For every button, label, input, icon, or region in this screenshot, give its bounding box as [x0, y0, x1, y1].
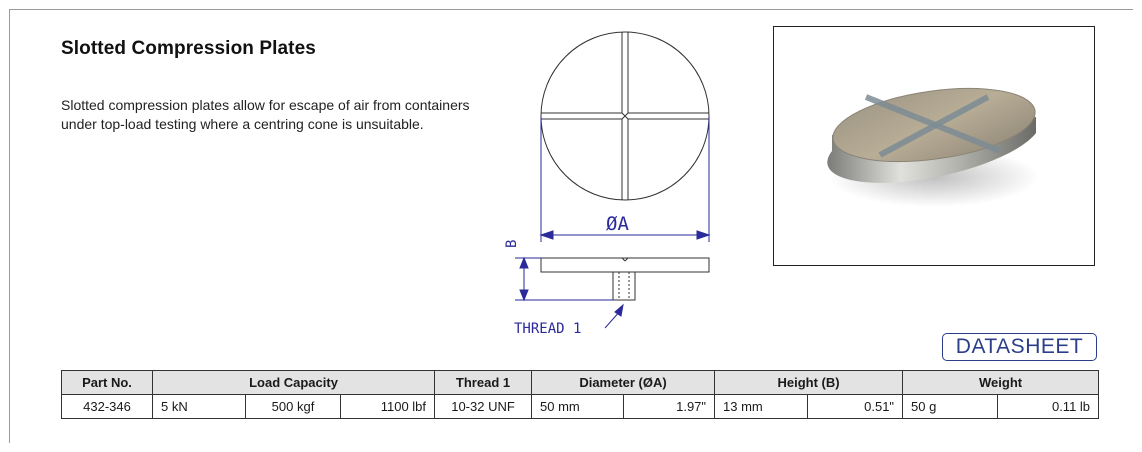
header-diameter: Diameter (ØA): [531, 370, 716, 395]
header-part-no: Part No.: [61, 370, 153, 395]
diameter-label: ØA: [606, 213, 629, 235]
thread-leader: [604, 303, 624, 329]
header-load-capacity: Load Capacity: [151, 370, 436, 395]
compression-plate-image: [827, 87, 1039, 207]
table-header-row: Part No. Load Capacity Thread 1 Diameter…: [61, 370, 1100, 395]
cell-thread: 10-32 UNF: [434, 394, 533, 419]
header-weight: Weight: [902, 370, 1100, 395]
header-height: Height (B): [714, 370, 904, 395]
datasheet-badge[interactable]: DATASHEET: [942, 333, 1097, 361]
page-frame: [9, 9, 1133, 443]
cell-height-mm: 13 mm: [714, 394, 809, 419]
cell-diameter-in: 1.97": [623, 394, 716, 419]
cell-part-no: 432-346: [61, 394, 153, 419]
height-label: B: [504, 240, 520, 248]
diameter-dimension: [539, 116, 711, 242]
cell-load-kn: 5 kN: [152, 394, 246, 419]
product-description: Slotted compression plates allow for esc…: [61, 97, 470, 132]
table-row: 432-346 5 kN 500 kgf 1100 lbf 10-32 UNF …: [61, 394, 1100, 419]
plate-side-view: [540, 257, 710, 301]
header-thread: Thread 1: [434, 370, 533, 395]
cell-weight-g: 50 g: [902, 394, 999, 419]
page-title: Slotted Compression Plates: [61, 38, 316, 59]
cell-height-in: 0.51": [807, 394, 904, 419]
technical-drawing: ØA B THREAD 1: [504, 31, 711, 337]
product-photo: [773, 26, 1095, 266]
thread-label: THREAD 1: [514, 321, 581, 337]
specifications-table: Part No. Load Capacity Thread 1 Diameter…: [61, 370, 1100, 419]
cell-load-lbf: 1100 lbf: [339, 394, 436, 419]
cell-load-kgf: 500 kgf: [245, 394, 341, 419]
cell-weight-lb: 0.11 lb: [997, 394, 1100, 419]
plate-top-view: [540, 31, 710, 201]
cell-diameter-mm: 50 mm: [531, 394, 625, 419]
height-dimension: [515, 256, 613, 302]
